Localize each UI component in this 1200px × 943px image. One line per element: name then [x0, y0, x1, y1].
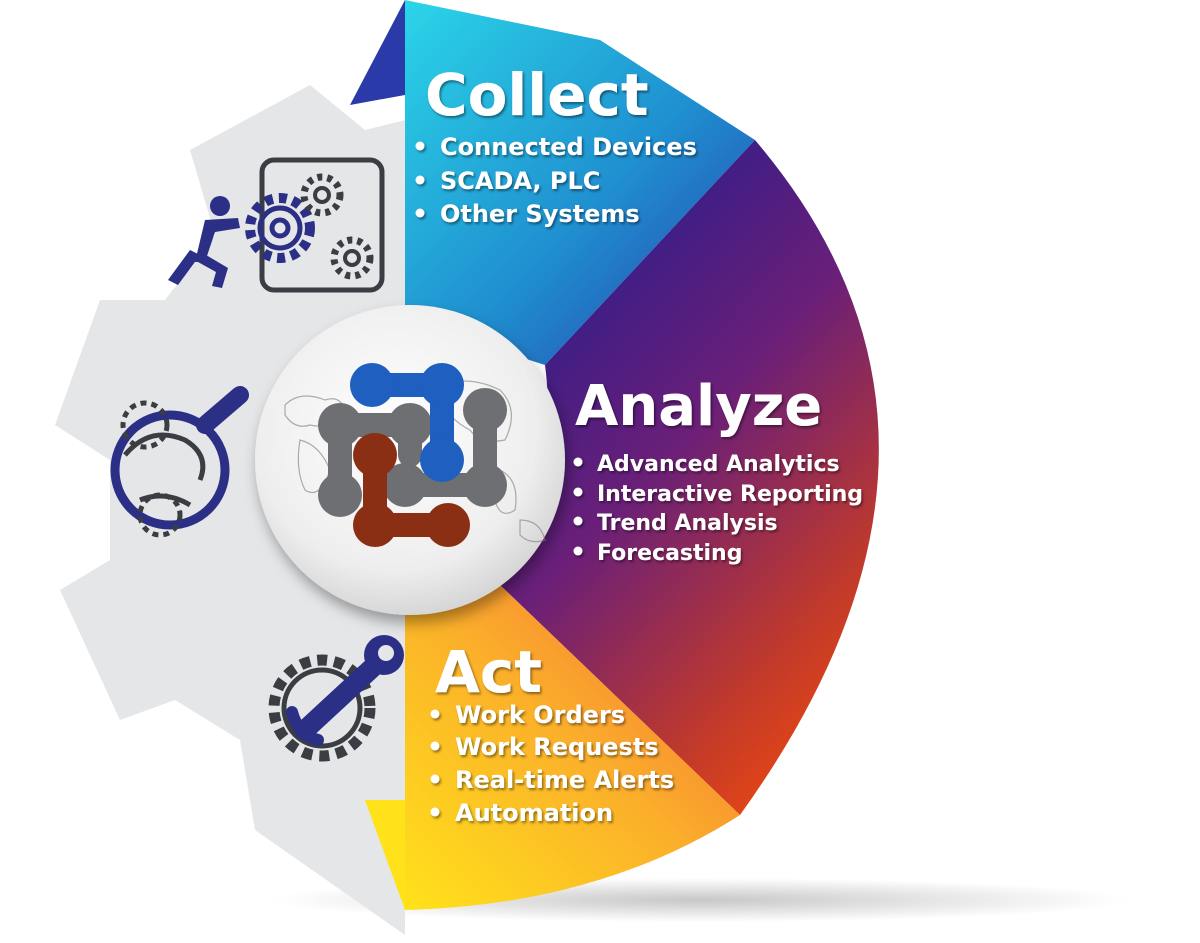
segment-analyze [500, 140, 879, 815]
analyze-item-1: Advanced Analytics [597, 452, 840, 477]
collect-title: Collect [425, 61, 649, 129]
act-title: Act [435, 638, 542, 706]
bullet [430, 774, 440, 784]
collect-item-2: SCADA, PLC [440, 167, 600, 195]
bullet [573, 457, 583, 467]
bullet [415, 141, 425, 151]
collect-text-block: Collect Connected Devices SCADA, PLC Oth… [415, 61, 697, 228]
analyze-title: Analyze [575, 374, 822, 439]
analyze-item-3: Trend Analysis [597, 511, 778, 536]
analyze-text-block: Analyze Advanced Analytics Interactive R… [573, 374, 863, 566]
bullet [415, 208, 425, 218]
segment-act [405, 585, 740, 910]
act-item-3: Real-time Alerts [455, 766, 674, 794]
bullet [573, 546, 583, 556]
magnifier-gears-icon [110, 386, 249, 538]
analyze-item-4: Forecasting [597, 541, 742, 566]
bullet [573, 487, 583, 497]
bullet [415, 175, 425, 185]
segment-collect-notch [350, 0, 405, 105]
collect-item-3: Other Systems [440, 200, 640, 228]
act-item-2: Work Requests [455, 733, 659, 761]
collect-item-1: Connected Devices [440, 133, 697, 161]
world-map-outline [284, 380, 546, 543]
wrench-gear-icon [268, 635, 404, 762]
act-text-block: Act Work Orders Work Requests Real-time … [430, 638, 674, 827]
gear-body [55, 12, 405, 935]
segment-act-notch [365, 800, 405, 910]
bullet [430, 741, 440, 751]
act-item-4: Automation [455, 799, 613, 827]
hub-logo-icon [318, 363, 507, 547]
bullet [430, 709, 440, 719]
bullet [573, 516, 583, 526]
act-item-1: Work Orders [455, 701, 625, 729]
person-pushing-gears-icon [168, 157, 385, 293]
segment-collect [405, 0, 755, 365]
analyze-item-2: Interactive Reporting [597, 482, 863, 507]
bullet [430, 807, 440, 817]
